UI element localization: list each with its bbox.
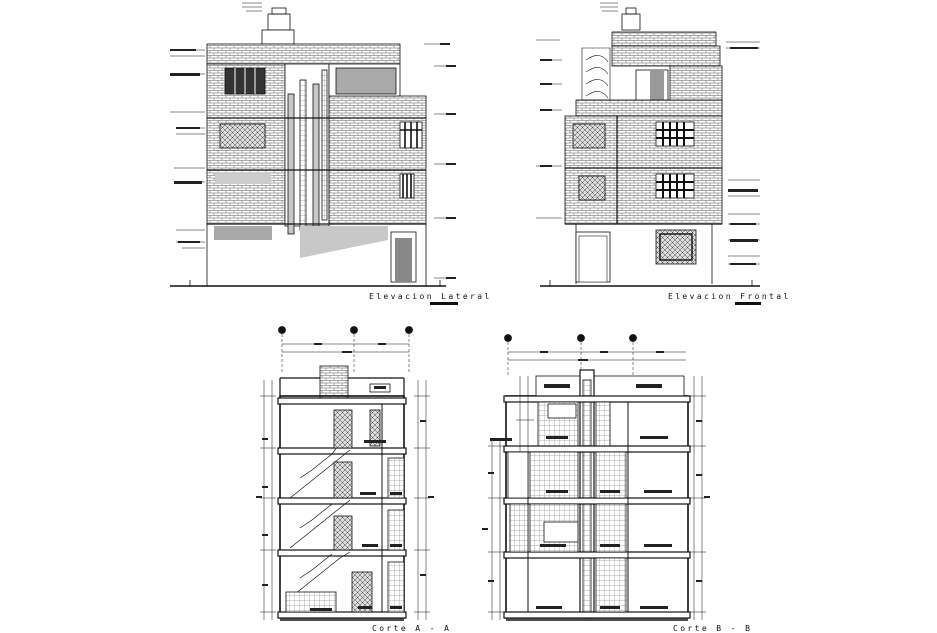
section-b-title: Corte B - B	[673, 624, 753, 633]
section-a-title: Corte A - A	[372, 624, 452, 633]
title-underline-bar	[735, 302, 761, 305]
title-underline-bar	[430, 302, 458, 305]
elevation-frontal-title: Elevacion Frontal	[668, 292, 791, 301]
section-a-view	[256, 326, 434, 621]
elevation-lateral-title: Elevacion Lateral	[369, 292, 492, 301]
elevation-lateral-view	[170, 2, 456, 287]
elevation-frontal-view	[536, 2, 760, 287]
section-b-view	[482, 334, 710, 621]
